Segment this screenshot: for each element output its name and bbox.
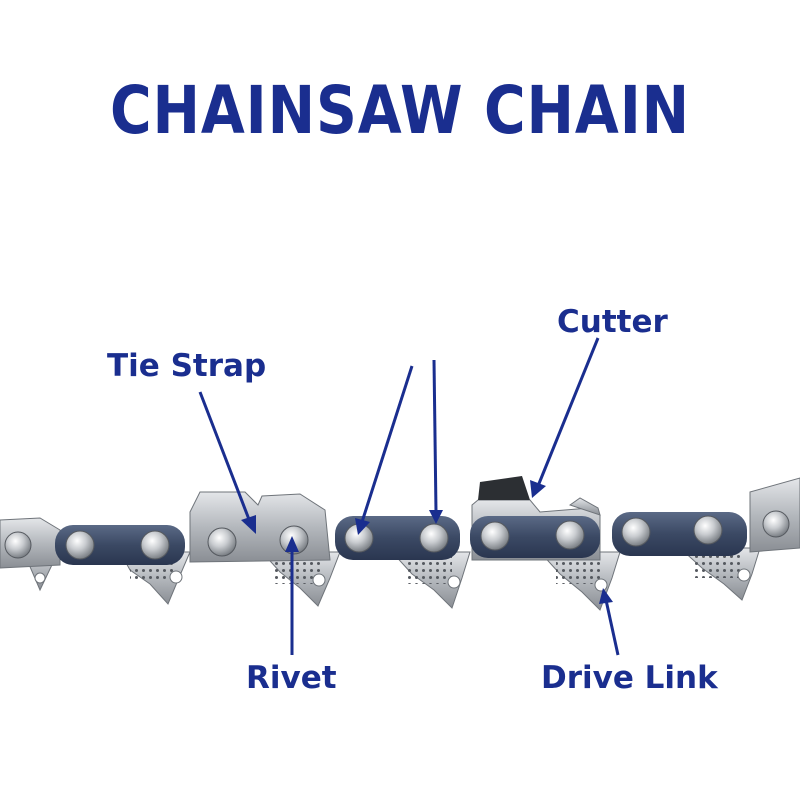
page-title: CHAINSAW CHAIN	[109, 72, 691, 149]
pointer-arrows	[198, 337, 620, 656]
tie-strap	[189, 491, 331, 563]
rivet-icon	[762, 510, 790, 538]
cutter-arrow	[536, 337, 600, 487]
rivet-icon	[4, 531, 32, 559]
rivet-icon	[621, 517, 651, 547]
rivet-icon	[555, 520, 585, 550]
cutter-label: Cutter	[557, 304, 668, 340]
rivet-icon	[279, 525, 309, 555]
rivet-label: Rivet	[246, 660, 337, 696]
arrow-head-icon	[599, 588, 613, 604]
rivet-icon	[693, 515, 723, 545]
drive-link-arrow	[604, 599, 620, 656]
tie-strap	[568, 497, 601, 516]
arrow-head-icon	[530, 480, 546, 498]
arrow-head-icon	[355, 518, 370, 535]
arrow-head-icon	[429, 510, 443, 524]
rivets	[4, 510, 790, 560]
arrow-head-icon	[241, 515, 256, 534]
right-pointer-line	[432, 359, 438, 513]
rivet-icon	[419, 523, 449, 553]
cutter-tooth	[478, 476, 530, 500]
rivet-icon	[65, 530, 95, 560]
rivet-icon	[207, 527, 237, 557]
rivet-icon	[140, 530, 170, 560]
rivet-icon	[480, 521, 510, 551]
tie-strap-label: Tie Strap	[107, 348, 267, 384]
tie-strap-arrow	[198, 391, 252, 523]
left-pointer-line	[360, 365, 414, 523]
drive-link-label: Drive Link	[541, 660, 718, 696]
arrow-head-icon	[285, 536, 299, 552]
